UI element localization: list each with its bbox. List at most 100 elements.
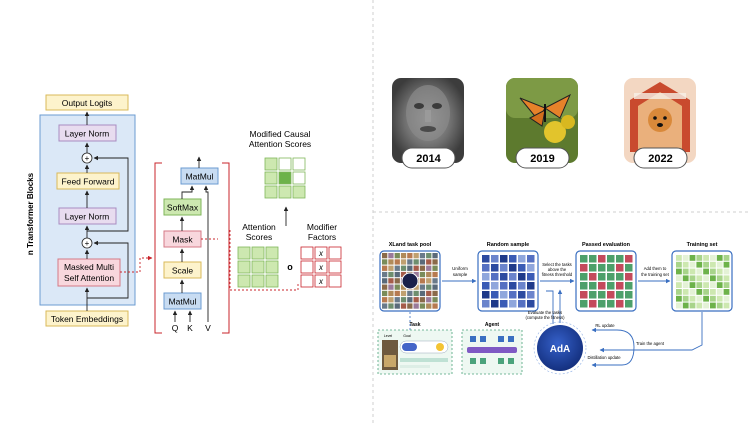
pool-tile — [419, 303, 426, 309]
failed-tile — [607, 291, 615, 299]
sample-tile — [500, 282, 508, 290]
sample-tile — [482, 264, 490, 272]
passed-tile — [616, 255, 624, 263]
score-cell — [237, 246, 251, 260]
passed-tile — [589, 291, 597, 299]
training-tile — [703, 289, 709, 295]
passed-tile — [598, 273, 606, 281]
mask-label: Mask — [172, 235, 193, 245]
train-agent-label: Train the agent — [636, 341, 665, 346]
pool-tile — [407, 303, 413, 309]
sample-tile — [527, 291, 535, 299]
training-tile — [676, 302, 682, 309]
pool-tile — [413, 284, 419, 290]
training-tile — [723, 275, 730, 282]
rl-update-label: RL update — [595, 323, 615, 328]
random-title: Random sample — [487, 242, 529, 248]
training-tile — [716, 261, 723, 268]
sample-tile — [518, 255, 526, 263]
training-tile — [703, 302, 709, 309]
pool-tile — [382, 284, 388, 290]
training-tile — [689, 295, 696, 302]
factor-cell — [300, 246, 314, 260]
training-tile — [696, 268, 703, 275]
attention-scores-title-2: Scores — [246, 232, 272, 242]
training-tile — [710, 261, 716, 268]
training-tile — [689, 261, 696, 268]
passed-tile — [607, 282, 615, 290]
training-tile — [676, 261, 682, 268]
training-tile — [723, 255, 730, 261]
pool-tile — [432, 253, 438, 259]
uniform-label-2: sample — [453, 272, 468, 277]
passed-tile — [625, 282, 633, 290]
select-label-1: Select the tasks — [542, 262, 572, 267]
sample-tile — [518, 273, 526, 281]
score-cell — [251, 260, 265, 274]
training-tile — [716, 289, 723, 295]
failed-tile — [589, 300, 597, 308]
training-set-grid — [676, 255, 730, 309]
output-logits-box — [45, 94, 129, 111]
pool-tile — [388, 284, 394, 290]
pool-tile — [426, 259, 432, 265]
level-label: Level — [384, 334, 393, 338]
training-title: Training set — [687, 242, 718, 248]
pool-tile — [400, 271, 407, 278]
modifier-factors-title-1: Modifier — [307, 222, 337, 232]
passed-tile — [598, 291, 606, 299]
matmul-top-box — [180, 167, 219, 185]
transformer-diagram: Output Logits Layer Norm + Feed Forward … — [26, 94, 230, 334]
feed-forward-label: Feed Forward — [62, 177, 115, 187]
training-tile — [723, 261, 730, 268]
training-tile — [676, 255, 682, 261]
pool-tile — [400, 297, 407, 303]
add-node-top-symbol: + — [85, 154, 90, 163]
ada-agent-circle — [537, 325, 583, 371]
training-tile — [723, 302, 730, 309]
pool-tile — [419, 271, 426, 278]
pool-tile — [419, 259, 426, 265]
pool-tile — [382, 253, 388, 259]
pool-tile — [413, 297, 419, 303]
layer-norm-mid-label: Layer Norm — [65, 212, 109, 222]
output-logits-label: Output Logits — [62, 98, 113, 108]
pool-tile — [419, 297, 426, 303]
pool-tile — [407, 290, 413, 297]
training-tile — [696, 282, 703, 288]
pool-tile — [432, 259, 438, 265]
score-cell — [265, 246, 279, 260]
distill-update-label: Distillation update — [587, 355, 621, 360]
sample-tile — [518, 300, 526, 308]
softmax-label: SoftMax — [167, 203, 199, 213]
pool-tile — [426, 271, 432, 278]
pool-tile — [413, 265, 419, 271]
pool-tile — [394, 265, 400, 271]
sample-tile — [482, 291, 490, 299]
factor-cell — [314, 274, 328, 288]
training-tile — [696, 302, 703, 309]
pool-tile — [394, 259, 400, 265]
pool-tile — [419, 284, 426, 290]
pool-tile — [382, 271, 388, 278]
training-tile — [716, 275, 723, 282]
failed-tile — [616, 300, 624, 308]
sample-tile — [500, 273, 508, 281]
training-tile — [696, 255, 703, 261]
pool-tile — [407, 265, 413, 271]
training-tile — [716, 255, 723, 261]
failed-tile — [598, 282, 606, 290]
passed-tile — [589, 255, 597, 263]
training-tile — [723, 295, 730, 302]
training-tile — [676, 275, 682, 282]
training-tile — [676, 282, 682, 288]
training-tile — [710, 295, 716, 302]
failed-tile — [616, 282, 624, 290]
factor-x-symbol: x — [318, 249, 324, 258]
select-label-3: fitness threshold — [542, 272, 573, 277]
training-tile — [710, 275, 716, 282]
passed-tile — [607, 255, 615, 263]
pool-tile — [382, 278, 388, 284]
attention-scores-title-1: Attention — [242, 222, 276, 232]
passed-tile — [598, 264, 606, 272]
